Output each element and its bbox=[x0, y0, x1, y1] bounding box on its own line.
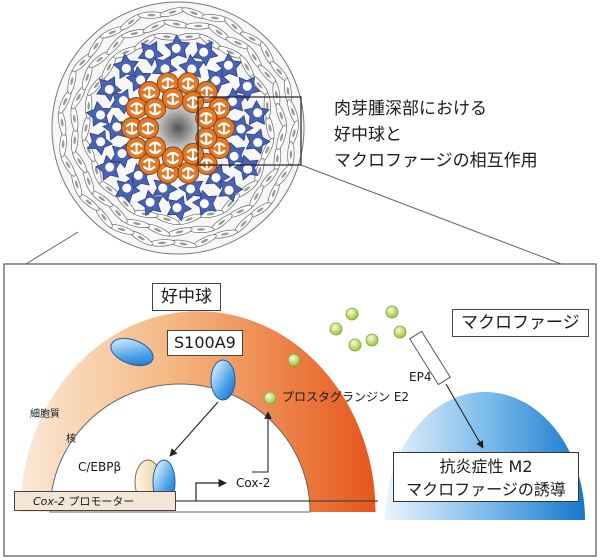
pge2-molecule bbox=[263, 391, 277, 405]
pge2-molecule bbox=[287, 353, 301, 367]
promoter-gene: Cox-2 bbox=[33, 495, 65, 508]
macrophage bbox=[166, 195, 193, 222]
s100a9-label: S100A9 bbox=[167, 330, 243, 356]
fibroblast bbox=[270, 61, 289, 82]
fibroblast bbox=[275, 163, 293, 186]
nucleus-label: 核 bbox=[66, 434, 76, 445]
promoter-suffix: プロモーター bbox=[64, 495, 135, 508]
caption-line-3: マクロファージの相互作用 bbox=[334, 151, 538, 171]
macrophage bbox=[215, 52, 242, 79]
prostaglandin-label: プロスタグランジン E2 bbox=[282, 390, 410, 404]
result-line-1: 抗炎症性 M2 bbox=[439, 457, 533, 476]
neutrophil bbox=[138, 81, 161, 103]
fibroblast bbox=[95, 206, 113, 229]
macrophage bbox=[137, 40, 164, 67]
ep4-receptor bbox=[409, 330, 451, 386]
macrophage bbox=[234, 76, 261, 102]
fibroblast bbox=[201, 14, 229, 22]
pge2-molecule bbox=[365, 333, 379, 347]
macrophage bbox=[152, 175, 178, 202]
pge2-molecule bbox=[345, 307, 359, 321]
cox2-arrow bbox=[252, 411, 272, 473]
neutrophil bbox=[144, 136, 166, 159]
m2-induction-box: 抗炎症性 M2 マクロファージの誘導 bbox=[393, 452, 579, 502]
macrophage bbox=[164, 34, 191, 60]
fibroblast-cells bbox=[57, 7, 299, 249]
macrophage bbox=[85, 100, 112, 127]
zoom-line-right bbox=[300, 164, 591, 276]
fibroblast bbox=[138, 11, 165, 19]
macrophage bbox=[218, 176, 244, 203]
cebpb-label: C/EBPβ bbox=[78, 460, 122, 474]
caption-line-1: 肉芽腫深部における bbox=[334, 99, 487, 119]
fibroblast bbox=[276, 124, 287, 151]
fibroblast bbox=[220, 193, 240, 214]
macrophage bbox=[243, 99, 270, 126]
macrophage-title: マクロファージ bbox=[452, 309, 589, 337]
caption-line-2: 好中球と bbox=[334, 125, 402, 145]
neutrophil-ring bbox=[121, 72, 235, 184]
fibroblast bbox=[154, 213, 180, 225]
cox2-label: Cox-2 bbox=[236, 476, 271, 490]
zoom-box bbox=[197, 96, 302, 166]
neutrophil bbox=[161, 87, 184, 110]
macrophage bbox=[112, 53, 139, 80]
fibroblast bbox=[87, 34, 104, 58]
fibroblast bbox=[184, 22, 212, 30]
macrophage bbox=[96, 76, 123, 103]
macrophage-ring bbox=[85, 34, 271, 222]
nucleus bbox=[49, 383, 311, 513]
neutrophil bbox=[121, 117, 143, 139]
macrophage bbox=[245, 128, 271, 155]
macrophage bbox=[110, 142, 136, 169]
neutrophil bbox=[213, 117, 235, 139]
s100a9-protein bbox=[110, 337, 154, 367]
fibroblast bbox=[148, 239, 176, 247]
neutrophil-title: 好中球 bbox=[152, 283, 221, 311]
neutrophil bbox=[177, 72, 200, 95]
macrophage bbox=[233, 154, 259, 181]
pge2-molecule bbox=[329, 322, 343, 336]
neutrophil bbox=[125, 137, 148, 159]
fibroblast bbox=[60, 153, 76, 177]
result-line-2: マクロファージの誘導 bbox=[406, 480, 566, 499]
neutrophil bbox=[177, 161, 200, 184]
macrophage bbox=[95, 154, 122, 181]
macrophage bbox=[192, 41, 219, 67]
neutrophil bbox=[161, 146, 184, 169]
pge2-molecule bbox=[393, 325, 407, 339]
prostaglandin-molecules bbox=[263, 305, 407, 405]
fibroblast bbox=[207, 24, 231, 41]
macrophage bbox=[137, 189, 163, 217]
neutrophil bbox=[144, 97, 166, 120]
macrophage bbox=[87, 129, 114, 156]
granuloma bbox=[7, 1, 591, 276]
fibroblast bbox=[250, 74, 269, 96]
fibroblast bbox=[67, 68, 77, 95]
s100a9-protein bbox=[210, 359, 236, 401]
neutrophil bbox=[195, 127, 218, 150]
cox2-promoter: Cox-2 プロモーター bbox=[14, 491, 176, 511]
granuloma-caption: 肉芽腫深部における 好中球と マクロファージの相互作用 bbox=[334, 96, 538, 174]
ep4-label: EP4 bbox=[409, 370, 432, 384]
pge2-molecule bbox=[348, 338, 362, 352]
fibroblast bbox=[287, 141, 295, 168]
transcription-arrow bbox=[195, 478, 227, 501]
macrophage bbox=[191, 189, 218, 216]
neutrophil bbox=[195, 106, 218, 129]
cytoplasm-label: 細胞質 bbox=[30, 409, 60, 420]
neutrophil bbox=[182, 143, 204, 165]
pge2-molecule bbox=[385, 305, 399, 319]
neutrophil bbox=[137, 117, 159, 139]
s100a9-arrow bbox=[169, 401, 219, 457]
fibroblast bbox=[235, 180, 258, 198]
macrophage bbox=[114, 176, 141, 203]
ep4-arrow bbox=[445, 383, 484, 449]
